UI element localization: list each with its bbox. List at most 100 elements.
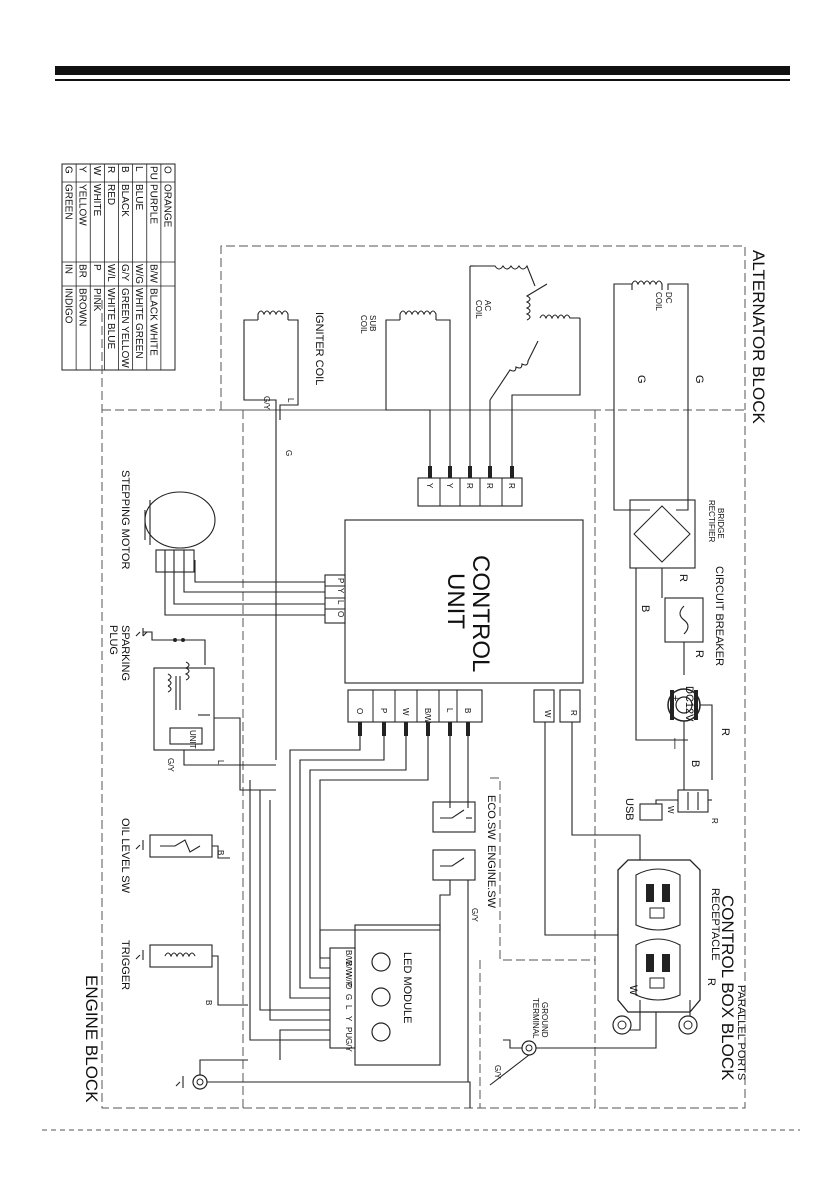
motor-connector-pin: P (336, 578, 345, 583)
led-connector-pin: Y (344, 1016, 353, 1022)
bridge-rectifier-label-2: RECTIFIER (707, 500, 716, 542)
led-side-wires (249, 780, 441, 1060)
wire-label-r3: R (719, 728, 731, 736)
color-table-cell: WHITE GREEN (133, 288, 144, 359)
bottom-connector-pin: B/W (423, 708, 432, 724)
alternator-connector-pin: R (465, 483, 474, 489)
wire-label-gy1: G/Y (262, 396, 271, 410)
parallel-ports-label: PARALLEL PORTS (735, 985, 747, 1080)
color-table-cell: INDIGO (63, 288, 74, 324)
wire-label-l1: L (286, 398, 295, 403)
color-table-cell: B (119, 166, 130, 173)
pin (428, 466, 432, 478)
dc-coil-label-2: COIL (654, 292, 663, 311)
wire-label-l2: L (216, 760, 225, 765)
bottom-connector-pin: B (463, 708, 472, 713)
color-table-cell: W/G (133, 264, 144, 284)
alternator-block-label: ALTERNATOR BLOCK (749, 250, 768, 424)
sub-coil-label-2: COIL (359, 315, 368, 334)
color-table-cell: WHITE BLUE (105, 288, 116, 349)
pin (510, 466, 514, 478)
color-table-cell: YELLOW (77, 184, 88, 226)
alternator-connector-pin: R (507, 483, 516, 489)
wire-label-g3: G (284, 450, 293, 456)
bottom-connector-pin: P (379, 708, 388, 713)
engine-switch (432, 849, 476, 1082)
color-table-cell: G (63, 166, 74, 174)
eco-switch (432, 800, 476, 833)
color-table-cell: ORANGE (161, 184, 172, 228)
bridge-rectifier-label-1: BRIDGE (716, 508, 725, 539)
color-table-cell: BLACK (119, 184, 130, 217)
alternator-connector-pin: Y (445, 483, 454, 489)
motor-connector-pin: O (336, 611, 345, 617)
led-module (354, 924, 441, 1066)
color-table-cell: P (91, 264, 102, 271)
sparking-plug (135, 628, 206, 665)
wire-label-gy4: G/Y (493, 1065, 502, 1079)
circuit-breaker (664, 597, 704, 675)
circuit-breaker-label: CIRCUIT BREAKER (713, 566, 725, 666)
led-connector-pin: B/W (344, 961, 353, 977)
igniter-coil (243, 310, 299, 760)
wire-label-b3: B (216, 850, 225, 855)
wire-label-g2: G (635, 375, 647, 384)
eco-sw-label: ECO.SW (485, 795, 497, 840)
trigger-label: TRIGGER (119, 940, 131, 990)
led-connector-pin: O (344, 983, 353, 989)
wire-label-r1: R (677, 574, 689, 582)
color-table-cell: O (161, 166, 172, 174)
engine-sw-label: ENGINE.SW (485, 845, 497, 909)
alternator-block-boundary (220, 245, 746, 410)
sparking-plug-label-2: PLUG (107, 625, 119, 655)
alternator-connector-pin: Y (425, 483, 434, 489)
header-bar (55, 66, 790, 75)
dc12v-label: DC12V (683, 686, 695, 722)
bridge-rectifier (613, 499, 696, 741)
ac-coil-label-1: AC (483, 300, 492, 311)
color-table-cell: W/L (105, 264, 116, 282)
color-table-cell: B/W (147, 264, 158, 283)
control-unit-label-1: CONTROL (467, 555, 494, 672)
receptacle-label: RECEPTACLE (709, 888, 721, 961)
color-table-cell: PU (147, 166, 158, 180)
led-connector-pin: B/W (344, 950, 353, 966)
usb-label: USB (623, 798, 635, 821)
led-connector-pin: PU (344, 1027, 353, 1038)
wire-label-r2: R (693, 650, 705, 658)
wire-label-gy3: G/Y (470, 908, 479, 922)
color-table-cell: PINK (91, 288, 102, 312)
control-unit-box (344, 519, 584, 684)
ground-terminal (489, 1012, 657, 1086)
pin (448, 466, 452, 478)
wire-label-b2: B (689, 760, 701, 767)
color-table-cell: W (91, 166, 102, 176)
pin (468, 466, 472, 478)
minus-label: — (669, 738, 681, 749)
wire-label-r5: R (705, 978, 717, 986)
engine-ground (175, 1059, 471, 1108)
color-table-cell: BR (77, 264, 88, 278)
wire-label-w2: W (627, 985, 639, 996)
ground-terminal-label-2: TERMINAL (531, 998, 540, 1039)
motor-connector-pin: Y (336, 588, 345, 594)
ac-coil (469, 264, 581, 478)
stepping-motor (144, 491, 325, 616)
wire-label-gy2: G/Y (166, 758, 175, 772)
color-table-cell: R (105, 166, 116, 173)
color-table-cell: BLUE (133, 184, 144, 210)
led-connector-pin: W/P (344, 972, 353, 987)
ignition-unit-label: UNIT (188, 730, 197, 749)
led-connector-pin: G/Y (344, 1038, 353, 1052)
oil-level-sw-label: OIL LEVEL SW (119, 818, 131, 894)
led-connector-pin: G (344, 994, 353, 1000)
wire-label-r4: R (710, 818, 719, 824)
color-table-cell: BLACK WHITE (147, 288, 158, 356)
color-table-cell: L (133, 166, 144, 172)
